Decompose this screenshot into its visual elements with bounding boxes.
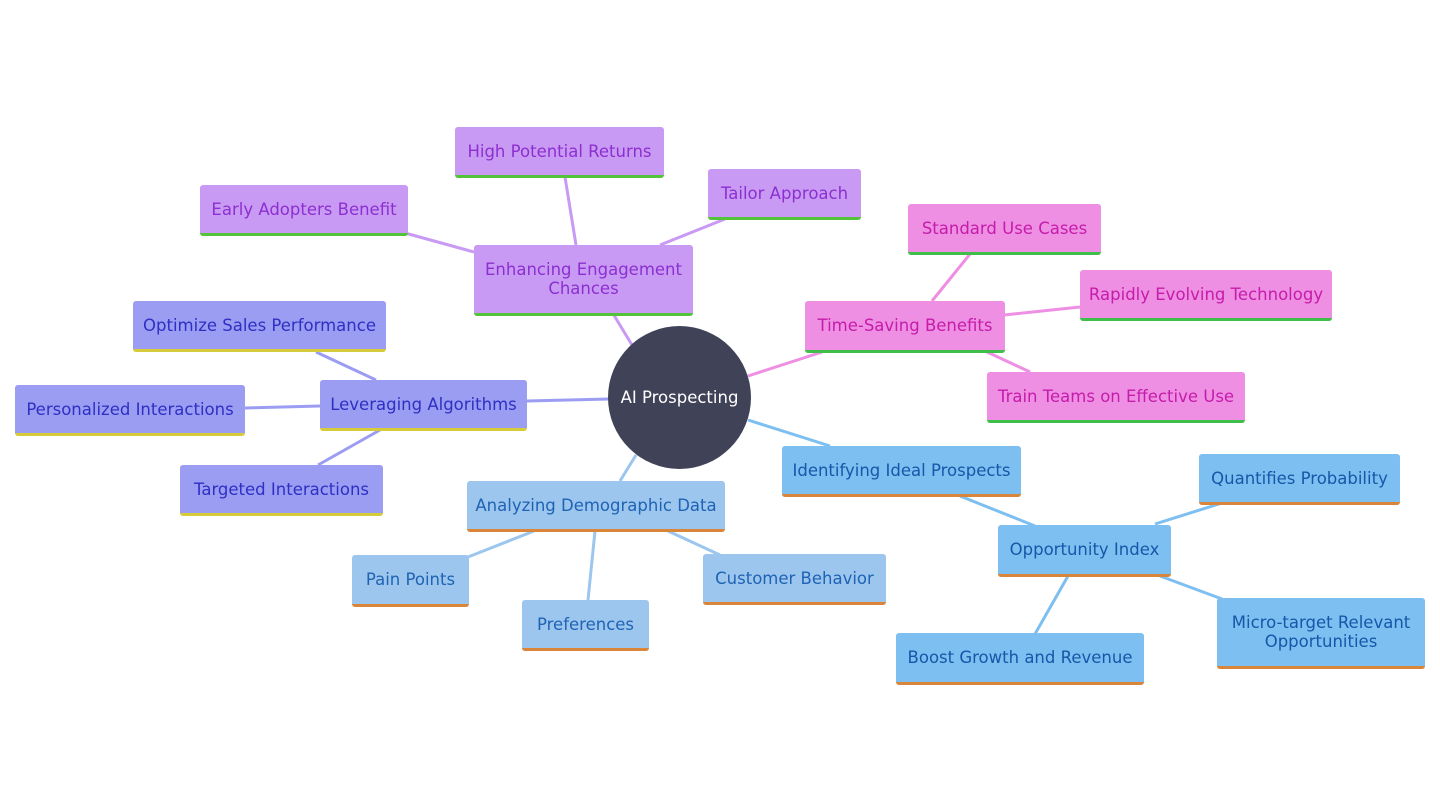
node-label: Micro-target Relevant Opportunities: [1231, 613, 1411, 651]
node-high-potential-returns: High Potential Returns: [455, 127, 664, 178]
node-label: Quantifies Probability: [1211, 468, 1388, 488]
node-label: Train Teams on Effective Use: [997, 386, 1235, 406]
node-label: Pain Points: [365, 570, 456, 589]
node-label: Identifying Ideal Prospects: [792, 460, 1011, 480]
node-time-saving-benefits: Time-Saving Benefits: [805, 301, 1005, 353]
edge-time-train: [984, 349, 1031, 374]
node-opportunity-index: Opportunity Index: [998, 525, 1171, 577]
edge-opportunity-boost: [1033, 575, 1070, 635]
edge-engagement-tailor: [659, 217, 726, 247]
node-tailor-approach: Tailor Approach: [708, 169, 861, 220]
node-targeted-interactions: Targeted Interactions: [180, 465, 383, 516]
node-label: Time-Saving Benefits: [817, 316, 993, 335]
node-label: Analyzing Demographic Data: [475, 495, 717, 515]
edge-center-demographic: [618, 454, 638, 482]
node-boost-growth-revenue: Boost Growth and Revenue: [896, 633, 1144, 685]
node-label: Enhancing Engagement Chances: [485, 260, 682, 298]
edge-center-engagement: [610, 311, 634, 346]
edge-opportunity-quantifies: [1154, 501, 1223, 526]
center-label: AI Prospecting: [620, 388, 739, 407]
edge-demographic-preferences: [586, 530, 597, 601]
node-preferences: Preferences: [522, 600, 649, 651]
edge-time-rapidly: [1003, 305, 1081, 317]
node-label: Preferences: [536, 614, 635, 634]
node-pain-points: Pain Points: [352, 555, 469, 607]
edge-algorithms-optimize: [315, 350, 377, 382]
node-label: Optimize Sales Performance: [143, 315, 376, 335]
edge-engagement-early-adopters: [404, 231, 475, 254]
edge-center-time-saving: [747, 350, 823, 378]
edge-prospects-opportunity: [959, 494, 1036, 528]
edge-opportunity-micro: [1159, 574, 1223, 601]
node-label: Personalized Interactions: [26, 399, 234, 419]
edge-time-standard: [930, 253, 972, 302]
node-label: Rapidly Evolving Technology: [1088, 284, 1324, 304]
node-standard-use-cases: Standard Use Cases: [908, 204, 1101, 255]
node-leveraging-algorithms: Leveraging Algorithms: [320, 380, 527, 431]
node-label: Targeted Interactions: [193, 479, 370, 499]
node-personalized-interactions: Personalized Interactions: [15, 385, 245, 436]
node-enhancing-engagement: Enhancing Engagement Chances: [474, 245, 693, 316]
edge-algorithms-targeted: [317, 428, 381, 467]
node-early-adopters-benefit: Early Adopters Benefit: [200, 185, 408, 236]
node-label: Opportunity Index: [1009, 540, 1160, 559]
node-identifying-ideal-prospects: Identifying Ideal Prospects: [782, 446, 1021, 497]
node-train-teams: Train Teams on Effective Use: [987, 372, 1245, 423]
node-quantifies-probability: Quantifies Probability: [1199, 454, 1400, 505]
node-label: Standard Use Cases: [921, 218, 1088, 238]
node-label: Leveraging Algorithms: [330, 394, 517, 414]
node-optimize-sales-performance: Optimize Sales Performance: [133, 301, 386, 352]
node-rapidly-evolving-technology: Rapidly Evolving Technology: [1080, 270, 1332, 321]
node-label: Early Adopters Benefit: [211, 199, 397, 219]
node-analyzing-demographic-data: Analyzing Demographic Data: [467, 481, 725, 532]
edge-center-algorithms: [526, 397, 610, 403]
edge-algorithms-personalized: [244, 404, 321, 410]
node-label: Customer Behavior: [715, 568, 874, 588]
edge-demographic-pain: [467, 529, 535, 559]
node-label: Tailor Approach: [720, 183, 849, 203]
edge-engagement-high-returns: [563, 176, 578, 246]
edge-demographic-behavior: [667, 529, 721, 557]
edge-center-prospects: [747, 418, 831, 448]
center-node-ai-prospecting: AI Prospecting: [608, 326, 751, 469]
node-label: Boost Growth and Revenue: [907, 648, 1133, 667]
node-label: High Potential Returns: [467, 141, 652, 161]
node-micro-target-opportunities: Micro-target Relevant Opportunities: [1217, 598, 1425, 669]
node-customer-behavior: Customer Behavior: [703, 554, 886, 605]
